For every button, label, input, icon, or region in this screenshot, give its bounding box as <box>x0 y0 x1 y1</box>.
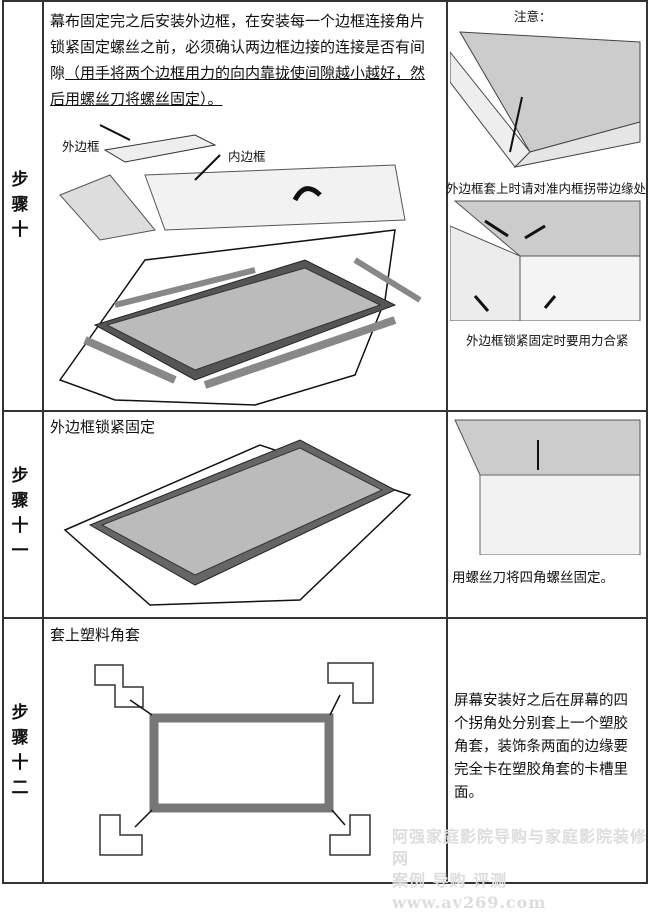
step-11-text: 外边框锁紧固定 <box>50 418 156 436</box>
watermark: 阿强家庭影院导购与家庭影院装修网案例 导购 评测 www.av269.com <box>392 827 648 912</box>
step-12-note: 屏幕安装好之后在屏幕的四个拐角处分别套上一个塑胶角套，装饰条两面的边缘要完全卡在… <box>454 693 628 801</box>
note-tighten-text: 外边框锁紧固定时要用力合紧 <box>466 333 629 348</box>
step-12-illustration <box>94 662 374 856</box>
step-11-illustration <box>63 439 412 606</box>
step-12-label: 步骤十二 <box>11 702 29 798</box>
note-screw-illustration <box>454 419 641 555</box>
step-12-text: 套上塑料角套 <box>50 626 141 644</box>
step-10-text: 幕布固定完之后安装外边框，在安装每一个边框连接角片锁紧固定螺丝之前，必须确认两边… <box>50 12 426 108</box>
step-10-label: 步骤十 <box>11 169 29 240</box>
instruction-table <box>2 0 648 884</box>
outer-frame-label: 外边框 <box>62 139 100 154</box>
inner-frame-label: 内边框 <box>228 149 266 164</box>
note-corner-illustration-1 <box>450 31 641 168</box>
step-10-illustration <box>58 124 422 406</box>
note-align-text: 外边框套上时请对准内框拐带边缘处 <box>446 181 647 196</box>
note-title: 注意： <box>514 9 552 24</box>
step-11-note: 用螺丝刀将四角螺丝固定。 <box>452 570 614 586</box>
note-corner-illustration-2 <box>450 200 641 321</box>
step-11-label: 步骤十一 <box>11 465 29 561</box>
